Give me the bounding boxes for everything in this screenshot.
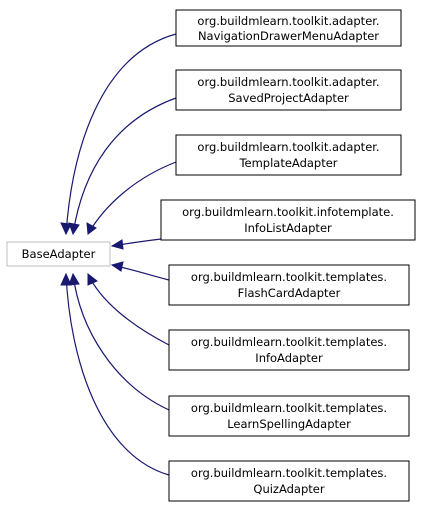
- edges: [60, 33, 177, 476]
- edge-template-adapter: [87, 161, 177, 235]
- subclass-package-label: org.buildmlearn.toolkit.templates.: [191, 401, 387, 415]
- subclass-name-label: InfoListAdapter: [244, 221, 332, 235]
- edge-saved-project-adapter: [72, 97, 177, 235]
- base-class-label: BaseAdapter: [22, 247, 96, 261]
- arrowhead-quiz-adapter: [60, 272, 72, 286]
- subclass-node-navigation-drawer-menu-adapter[interactable]: org.buildmlearn.toolkit.adapter. Navigat…: [175, 9, 402, 47]
- subclass-node-flash-card-adapter[interactable]: org.buildmlearn.toolkit.templates. Flash…: [168, 264, 410, 306]
- arrowhead-flash-card-adapter: [110, 261, 124, 272]
- subclass-node-saved-project-adapter[interactable]: org.buildmlearn.toolkit.adapter. SavedPr…: [175, 69, 402, 111]
- edge-info-adapter: [87, 273, 170, 346]
- edge-quiz-adapter: [65, 273, 170, 476]
- subclass-node-info-list-adapter[interactable]: org.buildmlearn.toolkit.infotemplate. In…: [160, 199, 416, 241]
- subclass-name-label: NavigationDrawerMenuAdapter: [198, 29, 379, 43]
- arrowhead-info-list-adapter: [110, 239, 124, 250]
- subclass-package-label: org.buildmlearn.toolkit.templates.: [191, 466, 387, 480]
- subclass-name-label: TemplateAdapter: [238, 156, 337, 170]
- subclass-package-label: org.buildmlearn.toolkit.adapter.: [197, 140, 379, 154]
- subclass-node-learn-spelling-adapter[interactable]: org.buildmlearn.toolkit.templates. Learn…: [168, 395, 410, 437]
- subclass-node-quiz-adapter[interactable]: org.buildmlearn.toolkit.templates. QuizA…: [168, 460, 410, 502]
- subclass-package-label: org.buildmlearn.toolkit.adapter.: [197, 75, 379, 89]
- arrowhead-learn-spelling-adapter: [68, 272, 80, 286]
- base-class-node[interactable]: BaseAdapter: [6, 241, 111, 267]
- subclass-package-label: org.buildmlearn.toolkit.infotemplate.: [182, 205, 394, 219]
- edge-learn-spelling-adapter: [72, 273, 170, 411]
- subclass-node-template-adapter[interactable]: org.buildmlearn.toolkit.adapter. Templat…: [175, 134, 402, 176]
- subclass-name-label: FlashCardAdapter: [238, 286, 341, 300]
- arrowhead-info-adapter: [87, 272, 98, 286]
- subclass-package-label: org.buildmlearn.toolkit.adapter.: [197, 14, 379, 28]
- subclass-package-label: org.buildmlearn.toolkit.templates.: [191, 335, 387, 349]
- arrowhead-navigation-drawer-menu-adapter: [60, 222, 72, 236]
- subclass-name-label: SavedProjectAdapter: [228, 91, 349, 105]
- subclass-node-info-adapter[interactable]: org.buildmlearn.toolkit.templates. InfoA…: [168, 329, 410, 371]
- arrowhead-saved-project-adapter: [68, 222, 80, 236]
- subclass-name-label: InfoAdapter: [255, 351, 323, 365]
- edge-navigation-drawer-menu-adapter: [65, 33, 177, 235]
- subclass-package-label: org.buildmlearn.toolkit.templates.: [191, 270, 387, 284]
- arrowhead-template-adapter: [86, 222, 97, 235]
- subclass-name-label: LearnSpellingAdapter: [227, 417, 351, 431]
- subclass-name-label: QuizAdapter: [253, 482, 324, 496]
